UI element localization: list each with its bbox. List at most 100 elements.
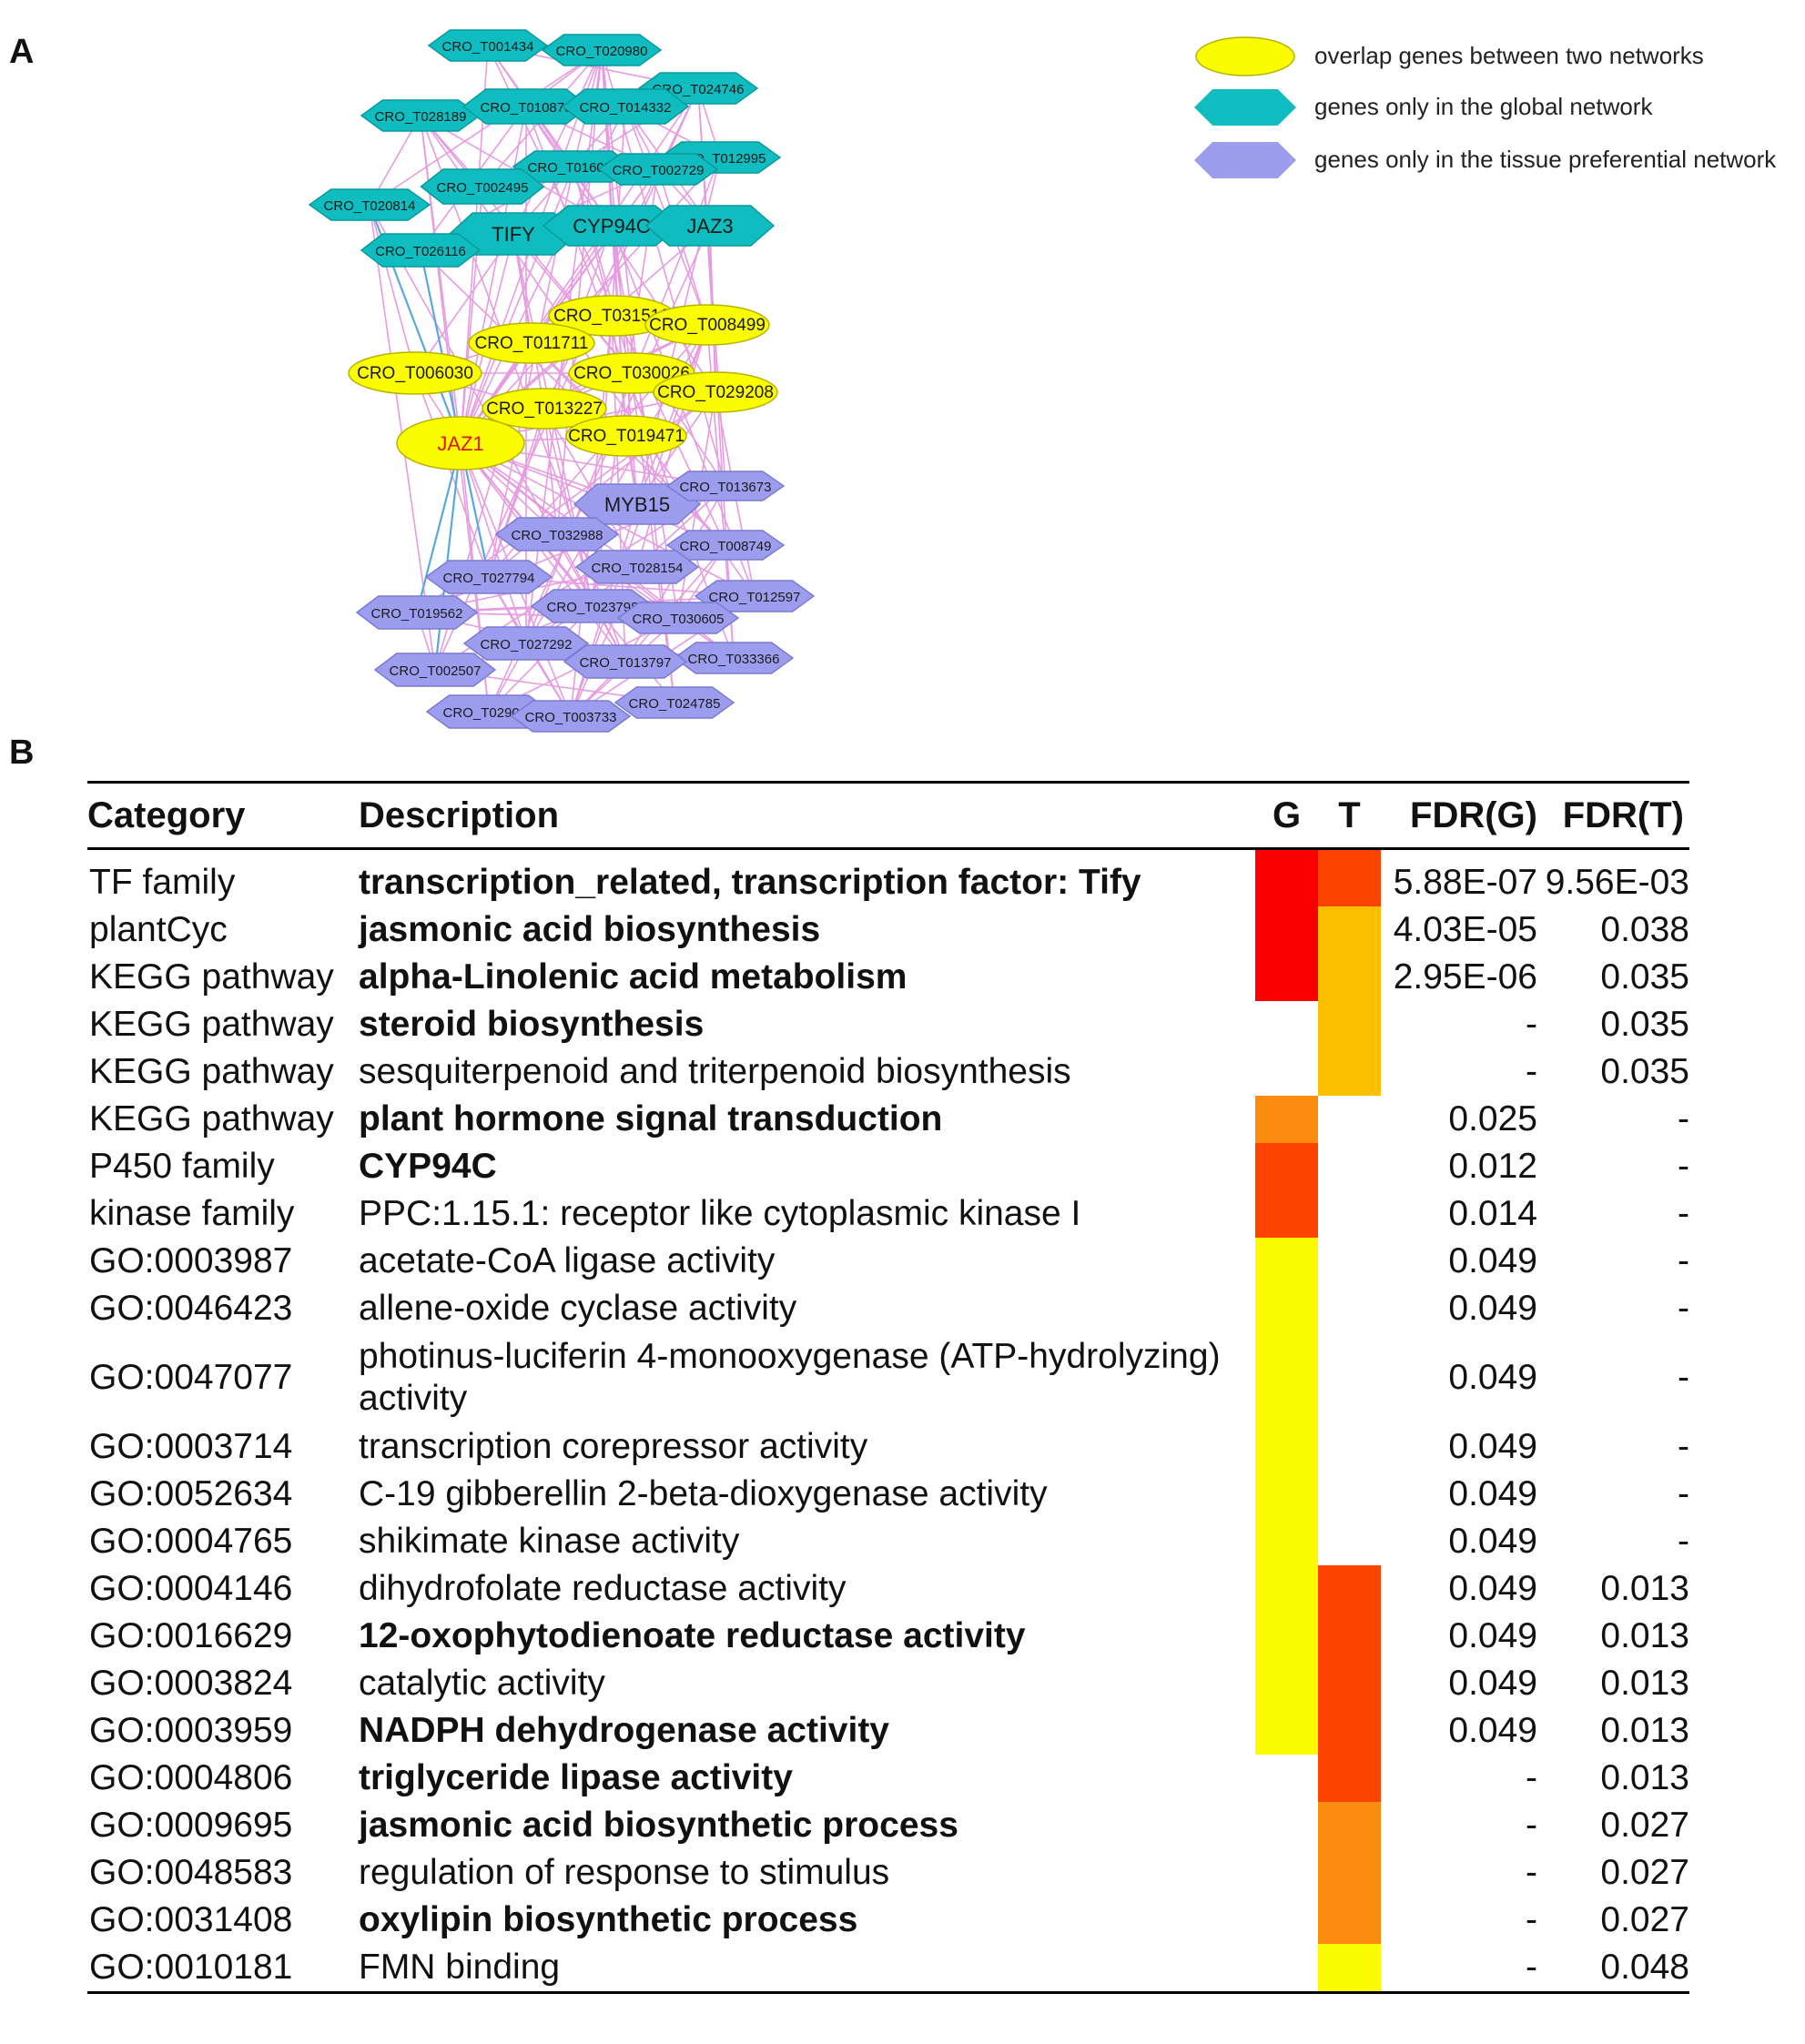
row-fdr-t: 0.013 (1600, 1616, 1689, 1655)
heat-cell-t (1318, 1849, 1381, 1897)
heat-cell-g (1255, 1471, 1318, 1518)
row-category: GO:0004146 (89, 1569, 293, 1608)
network-node: CRO_T013673 (665, 471, 786, 501)
row-fdr-g: - (1526, 1052, 1537, 1091)
network-node: CRO_T029208 (653, 371, 778, 413)
row-category: GO:0003824 (89, 1664, 293, 1703)
network-node-label: CRO_T029208 (657, 383, 774, 402)
row-category: GO:0031408 (89, 1900, 293, 1939)
row-description: jasmonic acid biosynthesis (359, 910, 821, 949)
row-fdr-g: 5.88E-07 (1393, 863, 1537, 902)
tissue-node-shape (462, 626, 590, 661)
row-fdr-t: - (1678, 1241, 1689, 1280)
row-fdr-t: 0.048 (1543, 1944, 1689, 1994)
network-node: CRO_T019562 (355, 595, 479, 630)
network-node: CYP94C (542, 205, 682, 247)
network-node-label: CRO_T010878 (481, 100, 573, 116)
heat-cell-t (1318, 848, 1381, 906)
row-category: P450 family (89, 1147, 275, 1186)
row-fdr-g: - (1526, 1806, 1537, 1845)
heat-cell-t (1318, 1707, 1381, 1755)
heat-cell-g (1255, 1518, 1318, 1565)
network-node: JAZ1 (396, 416, 525, 471)
heat-cell-t (1318, 1190, 1381, 1238)
heat-cell-g (1255, 1048, 1318, 1096)
network-edge (512, 49, 603, 235)
heat-cell-g (1255, 1802, 1318, 1849)
header-fdr-t: FDR(T) (1543, 781, 1689, 850)
overlap-node-shape (565, 415, 687, 457)
network-node: CRO_T012597 (694, 580, 816, 612)
network-edge-hub (415, 442, 462, 613)
network-node: CRO_T006030 (348, 351, 482, 395)
heat-cell-g (1255, 1897, 1318, 1944)
network-node-label: CRO_T001434 (442, 39, 534, 55)
header-t: T (1318, 781, 1381, 850)
row-fdr-g: 0.049 (1448, 1616, 1537, 1655)
network-node-label: JAZ1 (437, 432, 483, 455)
network-edge (488, 408, 545, 578)
network-edge (369, 204, 416, 374)
heat-cell-t (1318, 1755, 1381, 1802)
row-fdr-g: 0.049 (1448, 1664, 1537, 1703)
row-category: GO:0009695 (89, 1806, 293, 1845)
network-node: CRO_T033366 (673, 642, 795, 674)
network-edge (460, 87, 699, 444)
heat-cell-t (1318, 1613, 1381, 1660)
heat-cell-g (1255, 1944, 1318, 1994)
row-fdr-t: - (1678, 1289, 1689, 1328)
row-fdr-g: 0.049 (1448, 1569, 1537, 1608)
network-node-label: CRO_T013227 (486, 400, 603, 419)
row-fdr-g: 0.025 (1448, 1099, 1537, 1138)
network-node: CRO_T014332 (561, 88, 690, 125)
heat-cell-t (1318, 1143, 1381, 1190)
row-category: KEGG pathway (89, 1052, 334, 1091)
network-edge-hub (433, 442, 462, 671)
row-category: GO:0004806 (89, 1758, 293, 1797)
table-row: GO:0048583 regulation of response to stim… (87, 1849, 1689, 1897)
network-node-label: CRO_T026116 (375, 244, 466, 259)
heat-cell-g (1255, 1190, 1318, 1238)
row-description: FMN binding (359, 1944, 1255, 1994)
heat-cell-t (1318, 1660, 1381, 1707)
legend-swatch (1194, 142, 1296, 178)
tissue-node-shape (510, 700, 632, 733)
heat-cell-g (1255, 1423, 1318, 1471)
tissue-node-shape (373, 653, 497, 687)
heat-cell-t (1318, 1802, 1381, 1849)
heat-cell-g (1255, 1332, 1318, 1423)
network-edge (460, 442, 527, 644)
row-fdr-t: 0.035 (1600, 1005, 1689, 1044)
row-description: acetate-CoA ligase activity (359, 1241, 776, 1280)
global-node-shape (427, 29, 549, 62)
heat-cell-t (1318, 1048, 1381, 1096)
heat-cell-g (1255, 1613, 1318, 1660)
row-category: GO:0048583 (89, 1853, 293, 1892)
header-category: Category (87, 781, 359, 850)
network-node: CRO_T008499 (644, 304, 770, 346)
heat-cell-g (1255, 1238, 1318, 1285)
heat-cell-t (1318, 1332, 1381, 1423)
network-node-label: CRO_T011711 (475, 334, 589, 353)
network-node-label: CRO_T027292 (481, 637, 573, 653)
network-node: CRO_T030605 (616, 602, 740, 634)
overlap-node-shape (396, 416, 525, 471)
row-description: shikimate kinase activity (359, 1522, 740, 1561)
row-category: GO:0052634 (89, 1474, 293, 1513)
heat-cell-g (1255, 1285, 1318, 1332)
tissue-node-shape (563, 644, 688, 679)
network-edge (460, 442, 626, 663)
network-node: CRO_T027794 (424, 560, 553, 594)
heat-cell-g (1255, 1707, 1318, 1755)
row-description: regulation of response to stimulus (359, 1853, 890, 1892)
row-fdr-t: 0.027 (1600, 1853, 1689, 1892)
overlap-node-shape (482, 388, 607, 430)
network-edge-hub (419, 249, 462, 444)
network-node-label: CRO_T013673 (680, 480, 772, 495)
network-node-label: CRO_T024746 (653, 82, 745, 97)
